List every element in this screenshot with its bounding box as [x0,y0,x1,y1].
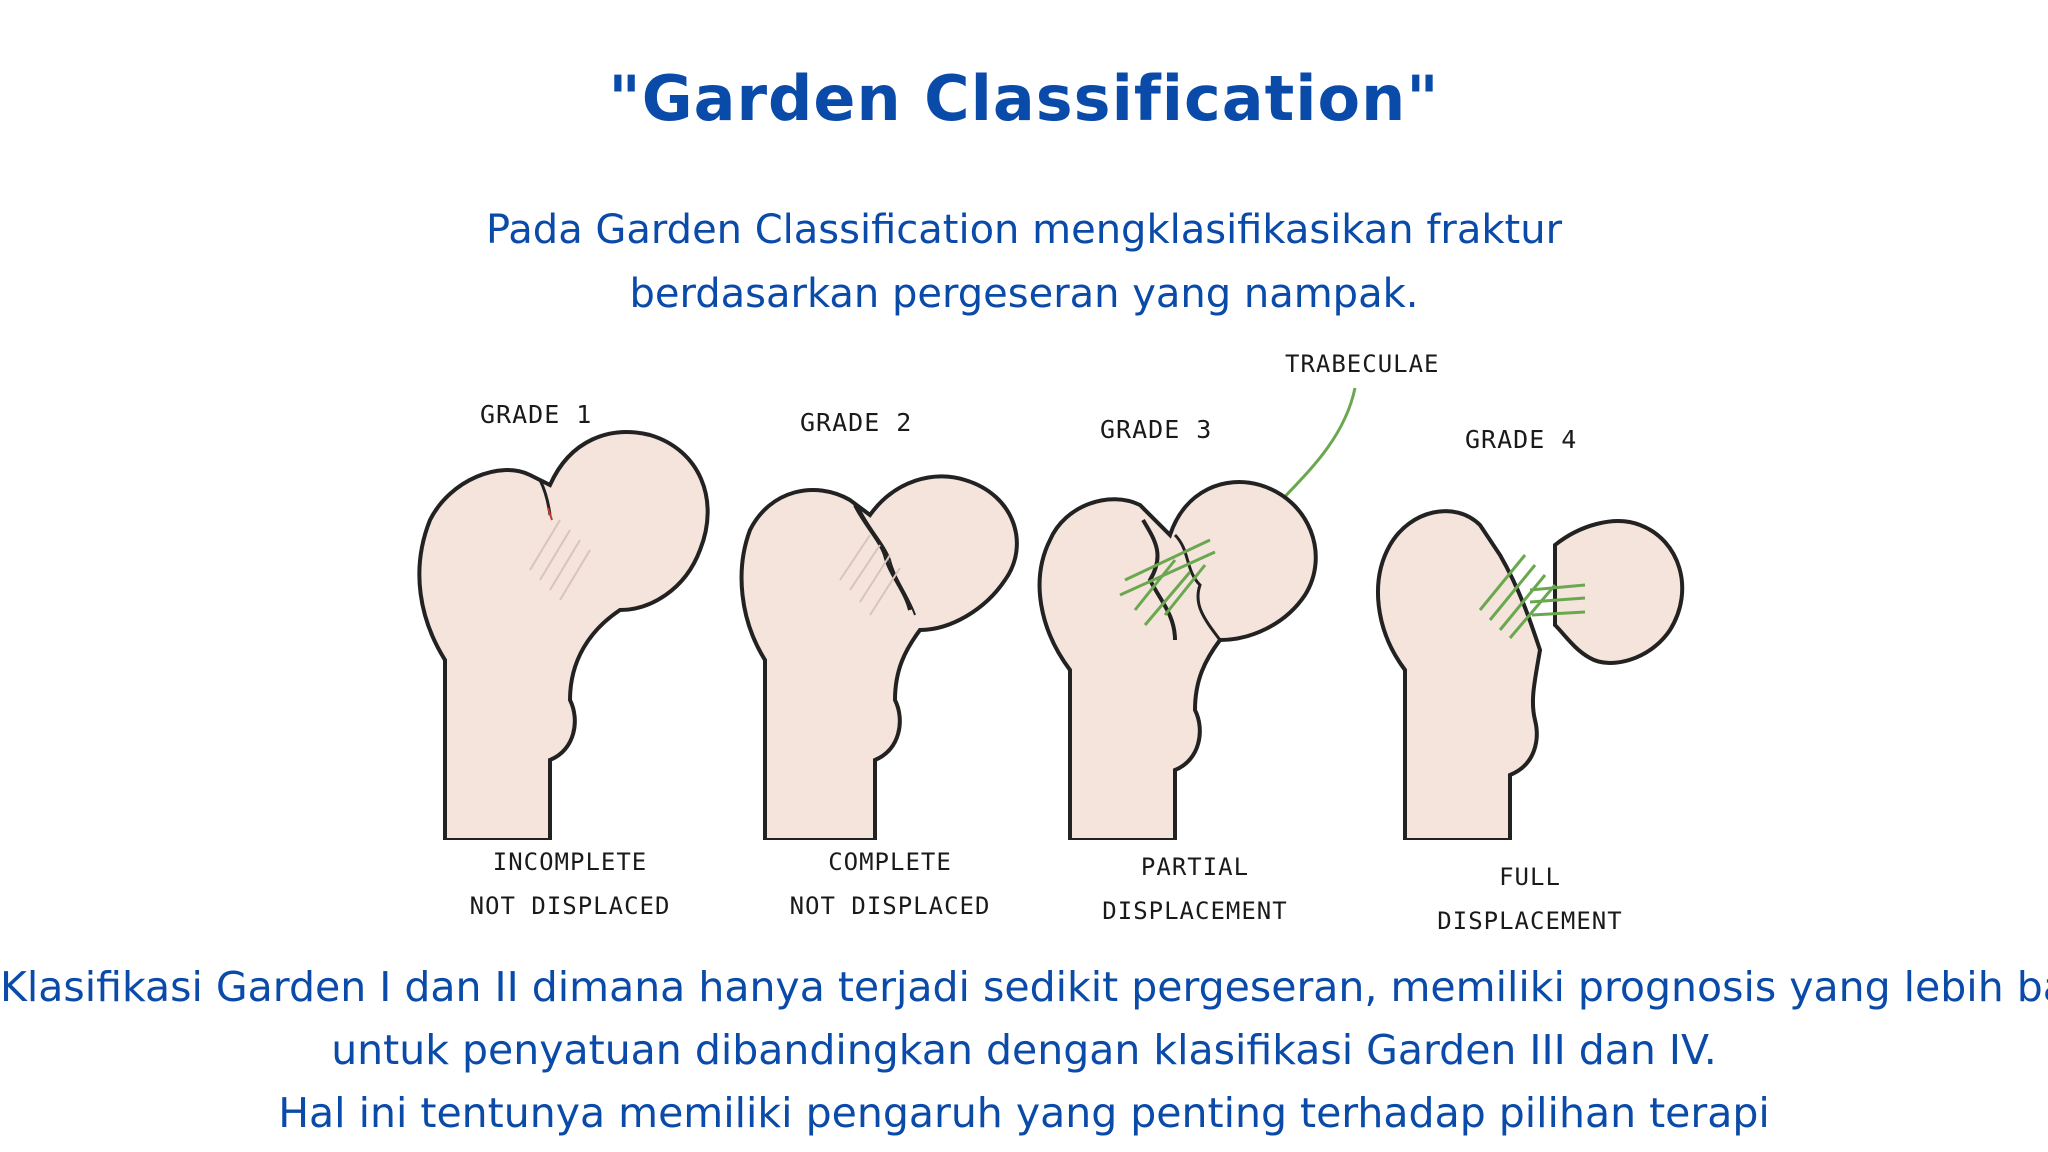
femur-grade-2 [739,474,1019,840]
grade-1-caption-line-1: INCOMPLETE [492,848,648,876]
intro-line-2: berdasarkan pergeseran yang nampak. [629,271,1419,317]
grade-2-caption-line-2: NOT DISPLACED [789,892,991,920]
summary-line-3: Hal ini tentunya memiliki pengaruh yang … [278,1089,1770,1137]
grade-1-caption-line-2: NOT DISPLACED [469,892,671,920]
grade-1-panel: GRADE 1 INCOMPLETE NOT DISPLACED [400,340,740,940]
femur-diagram: TRABECULAE GRADE 1 INCOMPLETE NOT DISPLA… [0,340,2048,940]
grade-4-caption: FULL DISPLACEMENT [1360,855,1700,943]
grade-4-panel: GRADE 4 FULL DISPLACEMENT [1360,340,1700,940]
grade-2-caption: COMPLETE NOT DISPLACED [720,840,1060,928]
grade-4-label: GRADE 4 [1465,425,1578,454]
intro-line-1: Pada Garden Classification mengklasifika… [485,207,1563,253]
grade-2-panel: GRADE 2 COMPLETE NOT DISPLACED [720,340,1060,940]
femur-grade-1 [417,430,710,840]
summary-line-2: untuk penyatuan dibandingkan dengan klas… [331,1026,1717,1074]
summary-text: Klasifikasi Garden I dan II dimana hanya… [0,956,2048,1145]
grade-1-caption: INCOMPLETE NOT DISPLACED [400,840,740,928]
grade-4-caption-line-1: FULL [1499,863,1561,891]
intro-text: Pada Garden Classification mengklasifika… [0,198,2048,326]
grade-2-caption-line-1: COMPLETE [828,848,952,876]
summary-line-1: Klasifikasi Garden I dan II dimana hanya… [0,963,2048,1011]
femur-grade-4 [1376,509,1685,840]
grade-3-label: GRADE 3 [1100,415,1213,444]
grade-4-caption-line-2: DISPLACEMENT [1437,907,1623,935]
grade-3-caption-line-1: PARTIAL [1140,853,1250,881]
grade-3-panel: GRADE 3 PARTIAL DISPLACEMENT [1025,340,1365,940]
grade-3-caption-line-2: DISPLACEMENT [1102,897,1288,925]
page-title: "Garden Classification" [608,62,1440,135]
femur-grade-3 [1037,480,1318,840]
grade-2-label: GRADE 2 [800,408,913,437]
trabeculae-label: TRABECULAE [1285,350,1440,378]
grade-3-caption: PARTIAL DISPLACEMENT [1025,845,1365,933]
grade-1-label: GRADE 1 [480,400,593,429]
